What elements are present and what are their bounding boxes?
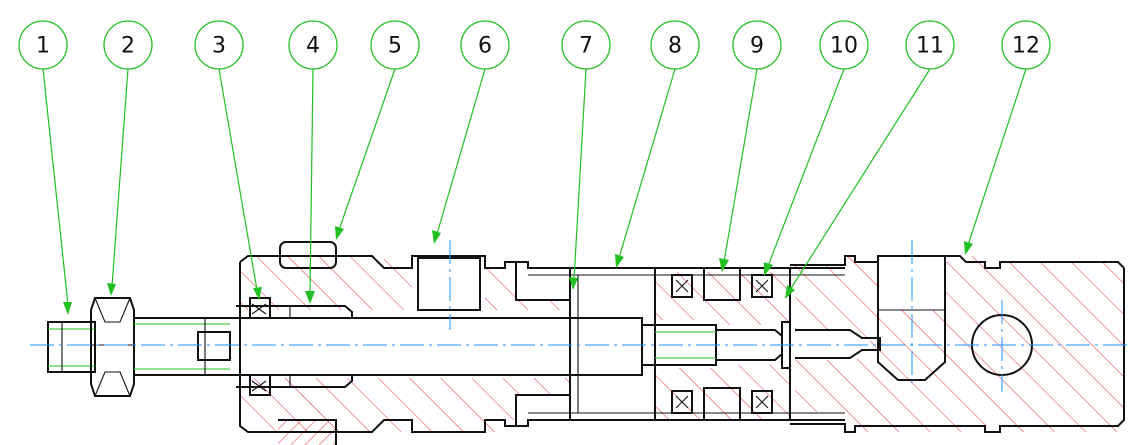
front-head-bottom bbox=[239, 262, 570, 433]
leader-4 bbox=[309, 68, 314, 295]
port-6 bbox=[417, 257, 481, 311]
balloon-12-label: 12 bbox=[1012, 34, 1040, 59]
balloon-8: 8 bbox=[650, 20, 700, 70]
leader-1 bbox=[42, 68, 69, 306]
balloon-3: 3 bbox=[194, 20, 244, 70]
port-boss bbox=[279, 241, 337, 269]
balloon-11: 11 bbox=[905, 20, 955, 70]
balloon-12: 12 bbox=[1001, 20, 1051, 70]
balloon-2-label: 2 bbox=[121, 34, 135, 59]
leader-7 bbox=[573, 68, 587, 281]
piston-lower-hatch bbox=[655, 365, 790, 420]
balloon-8-label: 8 bbox=[668, 34, 682, 59]
balloon-3-label: 3 bbox=[212, 34, 226, 59]
leader-6 bbox=[436, 68, 486, 235]
piston-seal-2 bbox=[751, 274, 773, 298]
leader-9 bbox=[723, 68, 758, 263]
balloons: 1 2 3 4 5 6 7 8 9 10 11 12 bbox=[18, 20, 1051, 70]
rod-thread-end bbox=[47, 321, 96, 373]
balloon-7: 7 bbox=[561, 20, 611, 70]
balloon-4: 4 bbox=[288, 20, 338, 70]
hatched-sections bbox=[240, 256, 1124, 445]
hex-nut bbox=[90, 297, 135, 397]
piston-upper-hatch bbox=[655, 272, 790, 325]
balloon-1: 1 bbox=[18, 20, 68, 70]
rod-flat bbox=[197, 331, 231, 361]
piston-rod bbox=[134, 317, 643, 376]
leader-5 bbox=[338, 68, 396, 231]
piston-seal-1 bbox=[671, 274, 693, 298]
balloon-6-label: 6 bbox=[478, 34, 492, 59]
leader-lines bbox=[42, 68, 1027, 315]
balloon-5-label: 5 bbox=[388, 34, 402, 59]
leader-11 bbox=[789, 68, 931, 291]
rod-seal-upper bbox=[249, 297, 271, 319]
balloon-1-label: 1 bbox=[36, 34, 50, 59]
rear-cap-hatch bbox=[795, 256, 1124, 432]
balloon-9: 9 bbox=[732, 20, 782, 70]
balloon-10-label: 10 bbox=[830, 34, 858, 59]
leader-12 bbox=[967, 68, 1027, 246]
balloon-5: 5 bbox=[370, 20, 420, 70]
front-head-right-lower-hatch bbox=[345, 378, 570, 432]
rear-cap-top bbox=[790, 255, 1125, 269]
front-head-lower-hatch bbox=[240, 378, 412, 432]
front-head-upper-hatch bbox=[240, 256, 412, 310]
balloon-11-label: 11 bbox=[916, 34, 944, 59]
balloon-10: 10 bbox=[819, 20, 869, 70]
rod-seal-lower bbox=[249, 374, 271, 396]
rear-cap-bottom bbox=[790, 268, 1125, 433]
wear-ring-bottom bbox=[703, 387, 741, 421]
balloon-2: 2 bbox=[103, 20, 153, 70]
centerlines bbox=[30, 240, 1132, 392]
balloon-6: 6 bbox=[460, 20, 510, 70]
balloon-9-label: 9 bbox=[750, 34, 764, 59]
leader-2 bbox=[111, 68, 129, 287]
leader-8 bbox=[618, 68, 676, 259]
front-head-right-upper-hatch bbox=[485, 256, 570, 310]
cushion-spigot bbox=[795, 329, 881, 359]
balloon-7-label: 7 bbox=[579, 34, 593, 59]
leader-10 bbox=[767, 68, 845, 267]
rear-port bbox=[877, 255, 946, 381]
leader-3 bbox=[218, 68, 258, 291]
balloon-4-label: 4 bbox=[306, 34, 320, 59]
